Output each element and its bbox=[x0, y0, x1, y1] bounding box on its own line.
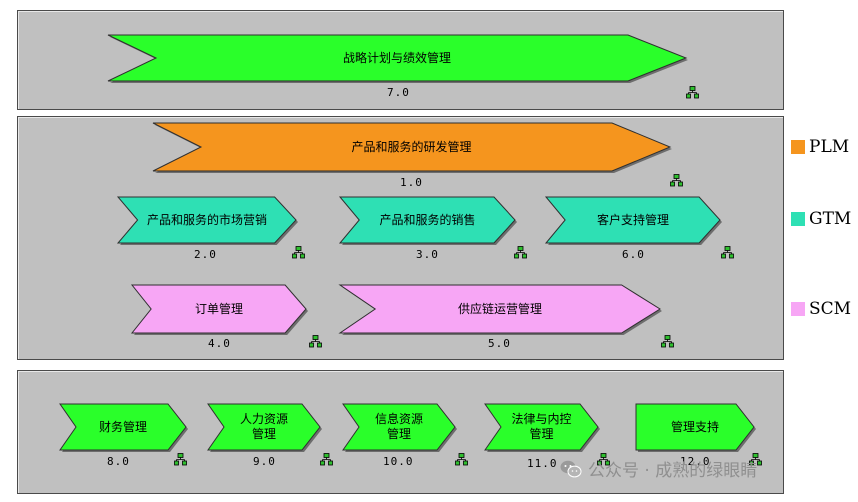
rd-process[interactable]: 产品和服务的研发管理 bbox=[152, 122, 672, 173]
chevron-shape bbox=[544, 196, 721, 244]
process-label: 人力资源 管理 bbox=[239, 412, 288, 441]
order-process[interactable]: 订单管理 bbox=[130, 284, 308, 335]
process-label: 产品和服务的研发管理 bbox=[351, 139, 472, 154]
legend-label: GTM bbox=[809, 209, 852, 229]
hr-process[interactable]: 人力资源 管理 bbox=[207, 403, 322, 452]
watermark-text: 公众号 · 成熟的绿眼睛 bbox=[588, 461, 758, 481]
hierarchy-icon[interactable] bbox=[174, 451, 187, 466]
legend-label: SCM bbox=[809, 299, 852, 319]
chevron-shape bbox=[130, 284, 307, 334]
marketing-process[interactable]: 产品和服务的市场营销 bbox=[116, 196, 298, 245]
legend-swatch bbox=[791, 302, 805, 316]
legend-gtm: GTM bbox=[791, 209, 851, 229]
process-number: 9.0 bbox=[253, 455, 276, 468]
process-number: 3.0 bbox=[416, 248, 439, 261]
watermark: 公众号 · 成熟的绿眼睛 bbox=[560, 456, 757, 481]
chevron-shape bbox=[342, 403, 456, 451]
finance-process[interactable]: 财务管理 bbox=[59, 403, 188, 452]
process-label: 法律与内控 管理 bbox=[511, 412, 572, 441]
process-number: 2.0 bbox=[194, 248, 217, 261]
hierarchy-icon[interactable] bbox=[320, 451, 333, 466]
process-number: 11.0 bbox=[527, 457, 558, 470]
legend-label: PLM bbox=[809, 137, 850, 157]
legend-swatch bbox=[791, 212, 805, 226]
strategy-process[interactable]: 战略计划与绩效管理 bbox=[107, 34, 688, 83]
wechat-icon bbox=[560, 460, 582, 477]
process-label: 战略计划与绩效管理 bbox=[342, 50, 451, 65]
hierarchy-icon[interactable] bbox=[455, 451, 468, 466]
legend-swatch bbox=[791, 140, 805, 154]
sales-process[interactable]: 产品和服务的销售 bbox=[338, 196, 517, 245]
chevron-shape bbox=[59, 403, 187, 451]
legal-control-process[interactable]: 法律与内控 管理 bbox=[484, 403, 600, 452]
chevron-shape bbox=[207, 403, 321, 451]
process-label: 供应链运营管理 bbox=[457, 301, 542, 316]
process-number: 8.0 bbox=[107, 455, 130, 468]
process-number: 5.0 bbox=[488, 337, 511, 350]
process-label: 订单管理 bbox=[194, 301, 243, 316]
hierarchy-icon[interactable] bbox=[721, 244, 734, 259]
process-number: 6.0 bbox=[622, 248, 645, 261]
process-number: 4.0 bbox=[208, 337, 231, 350]
hierarchy-icon[interactable] bbox=[309, 333, 322, 348]
customer-support-process[interactable]: 客户支持管理 bbox=[544, 196, 722, 245]
chevron-shape bbox=[635, 403, 755, 451]
legend-scm: SCM bbox=[791, 299, 851, 319]
process-label: 客户支持管理 bbox=[596, 212, 669, 227]
hierarchy-icon[interactable] bbox=[661, 333, 674, 348]
chevron-shape bbox=[116, 196, 297, 244]
hierarchy-icon[interactable] bbox=[670, 172, 683, 187]
info-resource-process[interactable]: 信息资源 管理 bbox=[342, 403, 457, 452]
process-number: 10.0 bbox=[383, 455, 414, 468]
chevron-shape bbox=[107, 34, 688, 82]
process-number: 7.0 bbox=[387, 86, 410, 99]
hierarchy-icon[interactable] bbox=[514, 244, 527, 259]
process-number: 12.0 bbox=[680, 455, 711, 468]
process-label: 管理支持 bbox=[670, 419, 719, 434]
chevron-shape bbox=[152, 122, 672, 172]
process-number: 1.0 bbox=[400, 176, 423, 189]
hierarchy-icon[interactable] bbox=[597, 451, 610, 466]
management-support-process[interactable]: 管理支持 bbox=[635, 403, 756, 452]
hierarchy-icon[interactable] bbox=[749, 451, 762, 466]
hierarchy-icon[interactable] bbox=[292, 244, 305, 259]
process-label: 信息资源 管理 bbox=[374, 412, 423, 441]
chevron-shape bbox=[484, 403, 599, 451]
process-label: 财务管理 bbox=[98, 419, 147, 434]
process-label: 产品和服务的销售 bbox=[379, 212, 476, 227]
legend-plm: PLM bbox=[791, 137, 849, 157]
chevron-shape bbox=[338, 284, 661, 334]
chevron-shape bbox=[338, 196, 516, 244]
process-label: 产品和服务的市场营销 bbox=[146, 212, 267, 227]
supply-chain-process[interactable]: 供应链运营管理 bbox=[338, 284, 662, 335]
hierarchy-icon[interactable] bbox=[686, 84, 699, 99]
